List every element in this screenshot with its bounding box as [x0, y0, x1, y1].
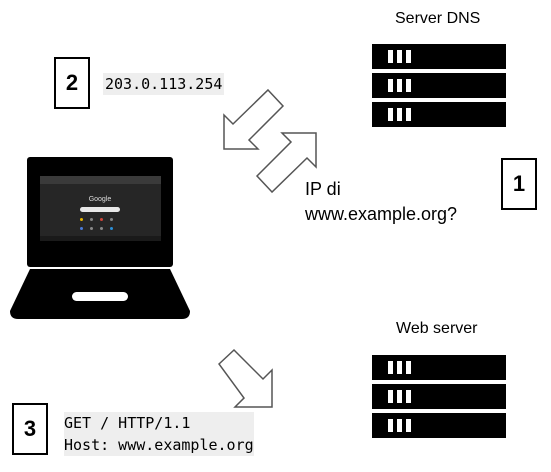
http-request-line-2: Host: www.example.org — [64, 434, 254, 456]
step-1-badge: 1 — [501, 158, 537, 210]
shortcut-icon — [110, 227, 113, 230]
dns-question-line-2: www.example.org? — [305, 204, 458, 224]
os-taskbar — [40, 236, 161, 241]
step-3-badge: 3 — [12, 403, 48, 455]
dns-server-label: Server DNS — [395, 10, 481, 27]
web-server-label: Web server — [396, 320, 478, 337]
shortcut-icon — [100, 227, 103, 230]
browser-tab-bar — [40, 176, 161, 184]
step-2-badge: 2 — [54, 57, 90, 109]
browser-page — [40, 184, 161, 241]
http-request-block: GET / HTTP/1.1 Host: www.example.org — [64, 412, 254, 456]
dns-server-icon — [372, 44, 506, 127]
http-request-line-1: GET / HTTP/1.1 — [64, 412, 254, 434]
shortcut-icon — [80, 227, 83, 230]
shortcut-icon — [90, 218, 93, 221]
dns-answer-ip: 203.0.113.254 — [103, 73, 225, 95]
dns-question-line-1: IP di — [305, 179, 341, 199]
shortcut-icon — [100, 218, 103, 221]
shortcut-icon — [80, 218, 83, 221]
browser-search-box — [80, 207, 120, 212]
search-brand-logo: Google — [88, 196, 112, 203]
web-server-icon — [372, 355, 506, 438]
shortcut-icon — [110, 218, 113, 221]
shortcut-icon — [90, 227, 93, 230]
